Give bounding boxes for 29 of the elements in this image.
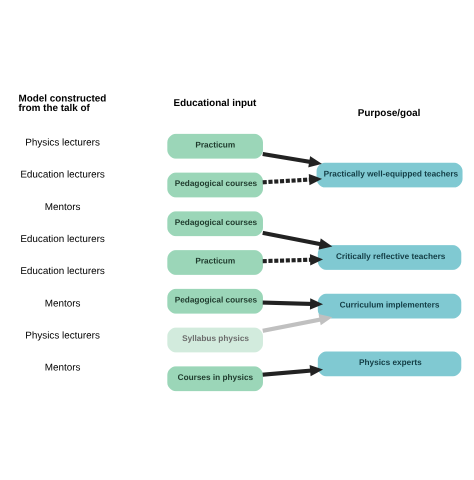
arrow <box>262 365 324 377</box>
arrow <box>262 254 324 266</box>
arrow <box>262 174 322 186</box>
node-box: Pedagogical courses <box>167 172 263 198</box>
node-box: Critically reflective teachers <box>318 245 462 270</box>
node-box: Practicum <box>167 250 263 275</box>
label: Mentors <box>44 362 80 374</box>
node-box: Courses in physics <box>167 366 263 392</box>
arrow <box>262 230 332 250</box>
arrow <box>262 314 332 333</box>
node-box: Pedagogical courses <box>167 288 263 314</box>
node-box: Syllabus physics <box>167 328 263 352</box>
label: Model constructed from the talk of <box>18 93 106 114</box>
node-box: Practicum <box>167 134 263 159</box>
label: Physics lecturers <box>25 137 100 148</box>
label: Educational input <box>174 98 256 109</box>
label: Education lecturers <box>20 266 105 278</box>
label: Purpose/goal <box>358 108 420 119</box>
label: Education lecturers <box>20 234 105 245</box>
label: Mentors <box>44 298 80 310</box>
label: Education lecturers <box>20 170 105 181</box>
arrow <box>262 152 322 168</box>
label: Physics lecturers <box>25 330 100 342</box>
node-box: Pedagogical courses <box>167 211 263 236</box>
node-box: Practically well-equipped teachers <box>316 162 463 188</box>
node-box: Curriculum implementers <box>318 294 462 319</box>
arrow <box>262 298 324 310</box>
node-box: Physics experts <box>318 352 462 376</box>
label: Mentors <box>44 202 80 213</box>
